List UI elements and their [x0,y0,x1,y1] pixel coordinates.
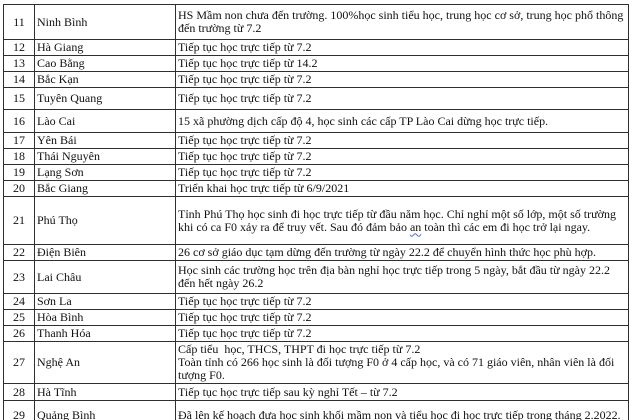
status-cell: Tiếp tục học trực tiếp từ 7.2 [175,132,629,149]
status-text: Tiếp tục học trực tiếp từ 7.2 [178,72,312,86]
status-text: Tỉnh Phú Thọ học sinh đi học trực tiếp t… [178,206,619,234]
row-number-cell: 18 [3,148,35,165]
status-cell: Tiếp tục học trực tiếp từ 7.2 [175,293,629,310]
status-cell: Cấp tiểu học, THCS, THPT đi học trực tiế… [175,341,629,384]
status-cell: Tiếp tục học trực tiếp từ 7.2 [175,148,629,165]
status-text: 26 cơ sở giáo dục tạm dừng đến trường từ… [178,245,596,259]
row-number-cell: 28 [3,383,35,401]
province-name-cell: Lào Cai [34,109,176,133]
status-cell: HS Mầm non chưa đến trường. 100%học sinh… [175,4,629,40]
status-text: Toàn tỉnh có 266 học sinh là đối tượng F… [178,355,618,382]
row-number-cell: 11 [3,4,35,40]
province-name-cell: Tuyên Quang [34,87,176,110]
province-name-cell: Phú Thọ [34,196,176,245]
status-text: Tiếp tục học trực tiếp từ 7.2 [178,133,312,147]
status-text: Tiếp tục học trực tiếp từ 7.2 [178,165,312,179]
row-number-cell: 26 [3,325,35,342]
status-cell: Đã lên kế hoạch đưa học sinh khối mầm no… [175,400,629,420]
row-number-cell: 16 [3,109,35,133]
province-name-cell: Lạng Sơn [34,164,176,181]
province-name-cell: Hà Giang [34,39,176,56]
province-name-cell: Ninh Bình [34,4,176,40]
status-cell: 15 xã phường dịch cấp độ 4, học sinh các… [175,109,629,133]
status-text: Tiếp tục học trực tiếp từ 14.2 [178,56,318,70]
status-text: 15 xã phường dịch cấp độ 4, học sinh các… [178,113,549,128]
row-number-cell: 21 [3,196,35,245]
status-cell: Tỉnh Phú Thọ học sinh đi học trực tiếp t… [175,196,629,245]
row-number-cell: 27 [3,341,35,384]
status-text: Triển khai học trực tiếp từ 6/9/2021 [178,181,350,195]
province-name-cell: Thanh Hóa [34,325,176,342]
province-name-cell: Sơn La [34,293,176,310]
status-cell: Tiếp tục học trực tiếp từ 7.2 [175,325,629,342]
status-cell: Tiếp tục học trực tiếp từ 7.2 [175,39,629,56]
row-number-cell: 14 [3,71,35,88]
status-text: Đã lên kế hoạch đưa học sinh khối mầm no… [178,407,621,420]
status-text: Tiếp tục học trực tiếp từ 7.2 [178,326,312,340]
province-name-cell: Bắc Giang [34,180,176,197]
status-text: Cấp tiểu học, THCS, THPT đi học trực tiế… [178,342,421,356]
province-name-cell: Lai Châu [34,260,176,294]
status-text: Tiếp tục học trực tiếp sau kỳ nghỉ Tết –… [178,384,398,399]
row-number-cell: 15 [3,87,35,110]
status-cell: Tiếp tục học trực tiếp sau kỳ nghỉ Tết –… [175,383,629,401]
province-name-cell: Thái Nguyên [34,148,176,165]
spellcheck-flagged-word: an [409,219,422,234]
status-text: HS Mầm non chưa đến trường. 100%học sinh… [178,8,627,35]
status-cell: Tiếp tục học trực tiếp từ 7.2 [175,71,629,88]
row-number-cell: 24 [3,293,35,310]
row-number-cell: 17 [3,132,35,149]
status-cell: Học sinh các trường học trên địa bàn ngh… [175,260,629,294]
status-cell: Tiếp tục học trực tiếp từ 7.2 [175,309,629,326]
row-number-cell: 25 [3,309,35,326]
province-name-cell: Điện Biên [34,244,176,261]
status-cell: Tiếp tục học trực tiếp từ 7.2 [175,164,629,181]
row-number-cell: 20 [3,180,35,197]
status-cell: Tiếp tục học trực tiếp từ 14.2 [175,55,629,72]
status-text: Học sinh các trường học trên địa bàn ngh… [178,263,613,290]
province-name-cell: Nghệ An [34,341,176,384]
status-cell: 26 cơ sở giáo dục tạm dừng đến trường từ… [175,244,629,261]
status-cell: Triển khai học trực tiếp từ 6/9/2021 [175,180,629,197]
province-name-cell: Hòa Bình [34,309,176,326]
row-number-cell: 29 [3,400,35,420]
status-text: Tiếp tục học trực tiếp từ 7.2 [178,294,312,308]
status-text: Tiếp tục học trực tiếp từ 7.2 [178,149,312,163]
province-name-cell: Yên Bái [34,132,176,149]
province-name-cell: Hà Tĩnh [34,383,176,401]
province-name-cell: Quảng Bình [34,400,176,420]
status-text: Tiếp tục học trực tiếp từ 7.2 [178,310,312,324]
row-number-cell: 23 [3,260,35,294]
status-text: Tiếp tục học trực tiếp từ 7.2 [178,40,312,54]
row-number-cell: 12 [3,39,35,56]
row-number-cell: 13 [3,55,35,72]
row-number-cell: 22 [3,244,35,261]
province-name-cell: Cao Bằng [34,55,176,72]
row-number-cell: 19 [3,164,35,181]
status-text: Tiếp tục học trực tiếp từ 7.2 [178,91,312,105]
status-cell: Tiếp tục học trực tiếp từ 7.2 [175,87,629,110]
province-name-cell: Bắc Kạn [34,71,176,88]
